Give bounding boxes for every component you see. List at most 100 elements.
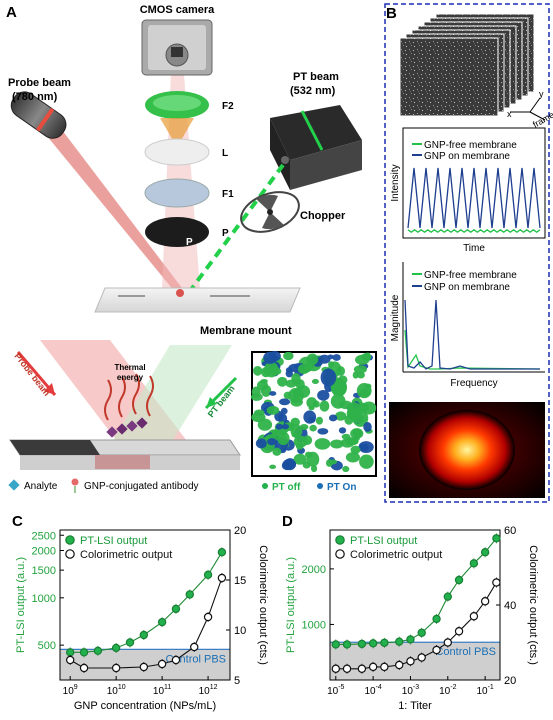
chopper-label: Chopper [300, 210, 346, 222]
y2-tick-label: 40 [504, 600, 516, 612]
pt-on-blob [267, 438, 277, 446]
probe-beam-ray [42, 130, 185, 292]
plot-frame [59, 529, 231, 681]
pt-on-blob [317, 428, 329, 435]
pt-off-dot [262, 483, 268, 489]
pt-off-blob [291, 433, 298, 438]
x-tick-exponent: -2 [450, 684, 456, 691]
data-point-pt-lsi [395, 637, 404, 646]
data-point-pt-lsi [203, 570, 213, 580]
pt-on-blob [363, 422, 372, 432]
data-point-pt-lsi [79, 648, 89, 657]
pt-off-blob [304, 451, 313, 458]
pt-off-blob [328, 361, 335, 368]
chopper-wheel [240, 191, 300, 233]
legend-label: Colorimetric output [350, 549, 442, 561]
cmos-camera [141, 19, 213, 76]
data-point-pt-lsi [111, 643, 121, 653]
pt-image-mosaic [250, 350, 377, 477]
pt-off-blob [269, 464, 277, 470]
x-tick-base: 10 [402, 686, 414, 697]
pt-on-blob [279, 398, 291, 406]
pt-on-blob [285, 370, 293, 378]
freq-legend-gnp: GNP on membrane [424, 282, 510, 293]
y2-axis-label: Colorimetric output (cts.) [527, 545, 539, 665]
y-tick-label: 2000 [302, 564, 326, 576]
panel-letter: C [12, 513, 23, 530]
membrane-mount-label: Membrane mount [200, 325, 292, 337]
schematic-probe-label: Probe beam [12, 351, 52, 398]
axis-y-line [529, 97, 541, 113]
pt-off-blob [315, 416, 324, 425]
data-point-pt-lsi [480, 548, 490, 557]
data-point-pt-lsi [185, 590, 194, 599]
y2-tick-label: 15 [234, 575, 246, 587]
pt-off-blob [342, 465, 350, 473]
legend-label: PT-LSI output [80, 535, 147, 547]
panel-letter: D [282, 513, 293, 530]
legend-analyte: Analyte [24, 481, 58, 492]
pt-off-blob [352, 371, 359, 379]
l-label: L [222, 148, 228, 159]
x-tick-label: 10-2 [439, 684, 456, 697]
pt-off-blob [330, 393, 346, 409]
pt-off-blob [311, 378, 319, 385]
pt-off-blob [340, 438, 355, 448]
data-point-colorimetric [139, 662, 149, 672]
control-band [330, 642, 500, 680]
y-tick-label: 1000 [302, 619, 326, 631]
pt-off-blob [290, 397, 303, 407]
x-tick-base: 10 [107, 686, 119, 697]
data-point-colorimetric [395, 660, 404, 670]
x-tick-base: 10 [153, 686, 165, 697]
y-tick-label: 2500 [32, 530, 56, 542]
time-ylabel: Intensity [390, 164, 401, 201]
pt-off-blob [257, 418, 273, 431]
pt-on-dot [317, 483, 323, 489]
x-tick-label: 1011 [153, 684, 171, 697]
pt-off-blob [310, 465, 318, 473]
data-point-colorimetric [342, 664, 352, 673]
data-point-pt-lsi [357, 639, 367, 649]
pt-off-blob [357, 371, 365, 379]
x-axis-label: 1: Titer [398, 700, 432, 712]
data-point-pt-lsi [139, 630, 149, 640]
pt-off-blob [330, 439, 344, 449]
imaging-beam [162, 48, 200, 290]
f1-label: F1 [222, 189, 234, 200]
time-legend-gnp: GNP on membrane [424, 151, 510, 162]
data-point-pt-lsi [469, 559, 479, 568]
pt-off-blob [260, 378, 268, 384]
legend-label: Colorimetric output [80, 549, 172, 561]
filter-f1 [144, 178, 210, 208]
pt-off-blob [254, 409, 265, 416]
y2-axis-label: Colorimetric output (cts.) [257, 545, 269, 665]
axis-y-label: y [539, 89, 544, 99]
data-point-pt-lsi [406, 635, 415, 644]
pt-off-blob [267, 366, 282, 376]
data-point-colorimetric [79, 663, 89, 673]
p-label-right: P [222, 228, 229, 239]
axis-frame-line [529, 111, 546, 121]
pt-laser [270, 105, 362, 190]
data-point-colorimetric [203, 612, 213, 622]
data-point-colorimetric [492, 578, 501, 587]
pt-beam-label-2: (532 nm) [290, 85, 336, 97]
data-point-colorimetric [111, 663, 121, 673]
pt-on-blob [332, 354, 341, 361]
pt-on-blob [275, 423, 283, 430]
data-point-pt-lsi [417, 628, 426, 637]
x-tick-exponent: -1 [488, 684, 494, 691]
pt-off-blob [291, 373, 301, 384]
x-tick-base: 10 [439, 686, 451, 697]
data-point-pt-lsi [432, 614, 441, 624]
pt-on-blob [281, 460, 293, 471]
probe-beam-label-1: Probe beam [8, 77, 71, 89]
pt-off-blob [277, 376, 288, 387]
data-point-pt-lsi [93, 646, 103, 656]
panel-a: A CMOS camera F2 L F1 P P Probe beam [6, 4, 377, 493]
x-tick-base: 10 [199, 686, 211, 697]
data-point-colorimetric [406, 657, 415, 666]
freq-series-gnp [404, 299, 540, 370]
